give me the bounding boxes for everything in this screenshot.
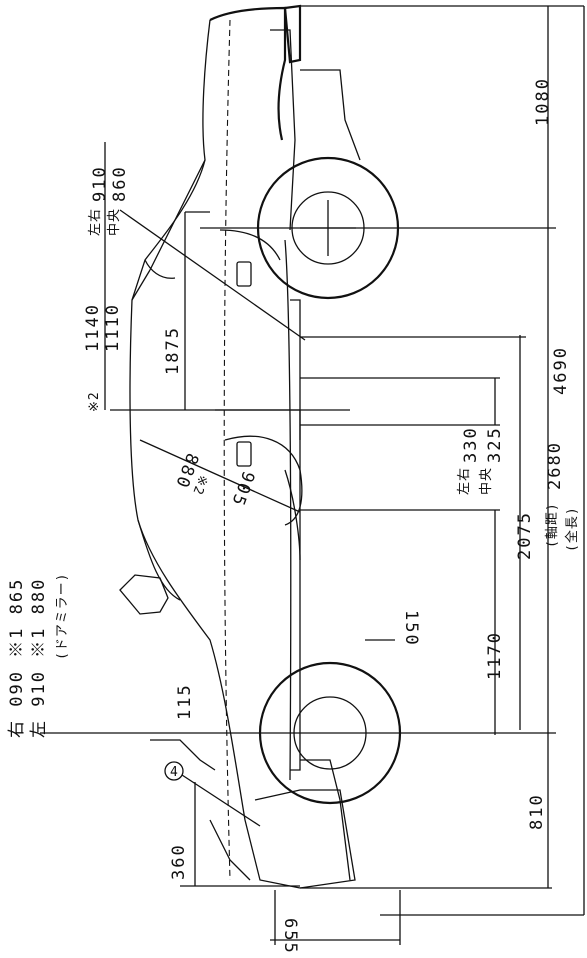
dim-rear-height: 360: [169, 843, 189, 880]
mirror-line-1: 右 090 ※1 865: [7, 578, 27, 738]
dimension-labels: 1080 2680 (軸距) 4690 (全長) 810 2075 1170 3…: [7, 77, 580, 955]
dim-seat-gap: 330: [461, 426, 481, 463]
head-side-label: 左右: [88, 208, 103, 236]
dim-rear-section: 1170: [485, 631, 505, 680]
dim-rear-width: 655: [280, 918, 300, 955]
side-a-label: 左右: [457, 467, 472, 495]
car-body: [129, 4, 361, 889]
dim-wheelbase: 2680: [545, 441, 565, 490]
total-note: (全長): [564, 506, 580, 552]
mirror-note: (ドアミラー): [55, 573, 70, 660]
mirror-line-2: 左 910 ※1 880: [29, 578, 49, 738]
star2b-label: ※2: [189, 473, 210, 498]
head-center-label: 中央: [107, 208, 122, 236]
dimension-frame: [300, 5, 585, 916]
wheelbase-note: (軸距): [545, 502, 560, 548]
side-b-label: 中央: [479, 467, 494, 495]
dim-seat-gap-center: 325: [485, 426, 505, 463]
star2-label: ※2: [87, 391, 102, 412]
dim-total-length: 4690: [551, 346, 571, 395]
dim-roof-height: 1875: [163, 326, 183, 375]
dim-rear-overhang: 810: [527, 793, 547, 830]
dim-front-to-seat: 2075: [515, 511, 535, 560]
dim-rear-reach: 905: [227, 468, 258, 509]
callout-number: 4: [170, 765, 179, 780]
dim-front-seat-center: 1110: [103, 303, 123, 352]
dim-front-head-side: 910: [90, 165, 110, 202]
door-mirror-sketch: [119, 574, 169, 615]
dim-front-head-center: 860: [110, 165, 130, 202]
dim-front-overhang: 1080: [533, 77, 553, 126]
dim-ground-step: 150: [401, 610, 421, 647]
dimension-lines: [40, 142, 556, 945]
callout-marker: 4: [164, 761, 261, 827]
dim-rear-clear: 115: [175, 683, 195, 720]
dim-front-seat: 1140: [83, 303, 103, 352]
